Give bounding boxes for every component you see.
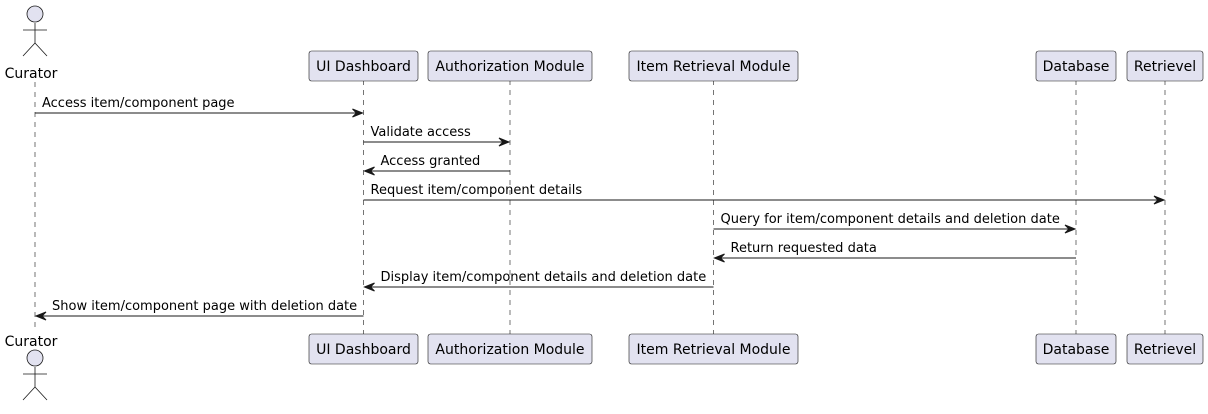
message-7: Display item/component details and delet… (363, 270, 714, 292)
message-label: Access item/component page (42, 96, 235, 111)
arrowhead-icon (498, 137, 511, 147)
participant-label: UI Dashboard (316, 59, 411, 75)
message-3: Access granted (363, 154, 510, 176)
participant-irm-top: Item Retrieval Module (628, 50, 799, 82)
participant-box (427, 333, 593, 365)
participant-label: Database (1043, 342, 1110, 358)
participant-box (628, 333, 799, 365)
arrowhead-icon (1064, 224, 1077, 234)
participant-label: Retrievel (1134, 342, 1196, 358)
participant-label: UI Dashboard (316, 342, 411, 358)
participant-auth-top: Authorization Module (427, 50, 593, 82)
participant-box (1126, 333, 1204, 365)
message-label: Access granted (381, 154, 481, 169)
participants-bottom: Curator UI Dashboard Authorization Module I… (5, 333, 1204, 401)
participant-auth-bottom: Authorization Module (427, 333, 593, 365)
participant-ui-bottom: UI Dashboard (308, 333, 419, 365)
lifelines (34, 80, 1166, 334)
message-5: Query for item/component details and del… (713, 212, 1077, 234)
arrowhead-icon (713, 253, 725, 263)
actor-curator-bottom: Curator (5, 334, 58, 401)
participant-box (427, 50, 593, 82)
participant-box (628, 50, 799, 82)
participant-box (1035, 50, 1117, 82)
message-label: Query for item/component details and del… (721, 212, 1060, 227)
arrowhead-icon (363, 282, 375, 292)
participant-label: Item Retrieval Module (637, 59, 791, 75)
actor-label: Curator (5, 66, 58, 82)
participant-box (1126, 50, 1204, 82)
message-1: Access item/component page (35, 96, 364, 118)
participant-ui-top: UI Dashboard (308, 50, 419, 82)
actor-label: Curator (5, 334, 58, 350)
arrowhead-icon (352, 108, 364, 118)
participant-label: Item Retrieval Module (637, 342, 791, 358)
participant-box (308, 333, 419, 365)
arrowhead-icon (1153, 195, 1166, 205)
participant-label: Retrievel (1134, 59, 1196, 75)
participant-irm-bottom: Item Retrieval Module (628, 333, 799, 365)
participant-label: Database (1043, 59, 1110, 75)
participant-label: Authorization Module (435, 342, 584, 358)
arrowhead-icon (34, 311, 47, 321)
actor-figure-icon (22, 5, 48, 57)
participant-ret-top: Retrievel (1126, 50, 1204, 82)
actor-figure-icon (22, 349, 48, 401)
message-4: Request item/component details (363, 183, 1166, 205)
participant-box (1035, 333, 1117, 365)
message-label: Validate access (371, 125, 472, 140)
participant-db-bottom: Database (1035, 333, 1117, 365)
message-label: Show item/component page with deletion d… (52, 299, 357, 314)
participant-box (308, 50, 419, 82)
participant-db-top: Database (1035, 50, 1117, 82)
participant-label: Authorization Module (435, 59, 584, 75)
actor-curator-top: Curator (5, 5, 58, 82)
participants-top: Curator UI Dashboard Authorization Module I… (5, 5, 1204, 82)
message-label: Display item/component details and delet… (381, 270, 707, 285)
participant-ret-bottom: Retrievel (1126, 333, 1204, 365)
message-2: Validate access (363, 125, 511, 147)
message-label: Request item/component details (371, 183, 583, 198)
message-8: Show item/component page with deletion d… (34, 299, 364, 321)
message-6: Return requested data (713, 241, 1076, 263)
message-label: Return requested data (731, 241, 877, 256)
arrowhead-icon (363, 166, 375, 176)
